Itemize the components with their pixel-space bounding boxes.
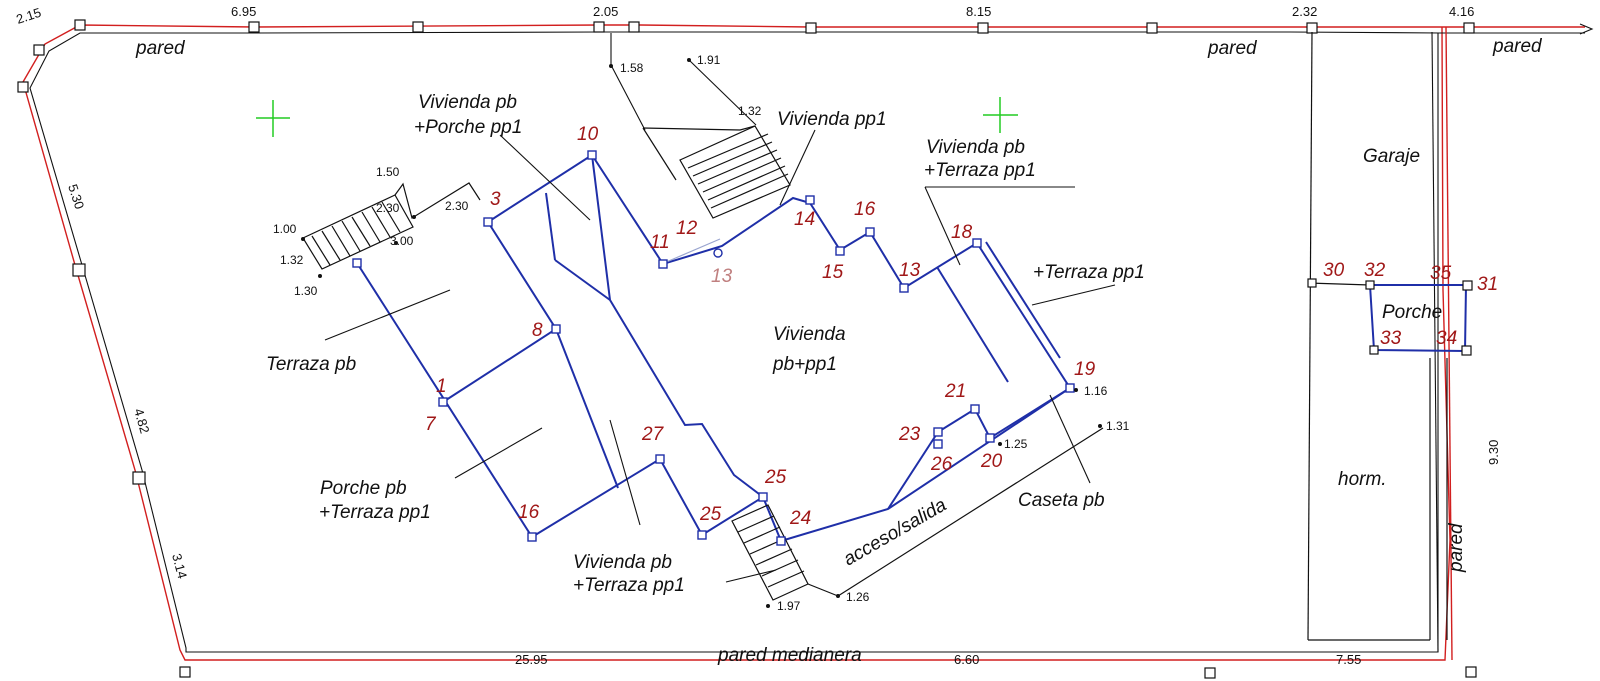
dim-1-16: 1.16 [1084,384,1108,398]
point-19: 19 [1074,359,1096,380]
property-boundary [22,23,1594,661]
access-path [807,427,1104,597]
dim-3-14: 3.14 [169,552,190,580]
point-25a: 25 [764,467,787,488]
point-21: 21 [944,381,966,402]
label-porche-pb: Porche pb +Terraza pp1 [319,478,431,523]
point-32: 32 [1364,260,1386,281]
label-vivienda-pp1: Vivienda pp1 [777,109,887,130]
dimensions: 2.15 6.95 2.05 8.15 2.32 4.16 1.58 1.91 … [14,4,1501,667]
point-13a: 13 [711,266,733,287]
label-horm: horm. [1338,469,1387,490]
dim-1-31: 1.31 [1106,419,1130,433]
label-acceso-salida: acceso/salida [840,495,950,571]
dim-7-55: 7.55 [1336,652,1361,667]
point-1: 1 [436,376,447,397]
dim-1-26: 1.26 [846,590,870,604]
dim-6-95: 6.95 [231,4,256,19]
point-30: 30 [1323,260,1345,281]
dim-2-15: 2.15 [14,5,43,27]
point-23: 23 [898,424,921,445]
dim-1-25: 1.25 [1004,437,1028,451]
dim-6-60: 6.60 [954,652,979,667]
point-35: 35 [1430,263,1452,284]
dim-8-15: 8.15 [966,4,991,19]
stairs-left [302,182,481,270]
point-18: 18 [951,222,973,243]
label-garaje: Garaje [1363,146,1420,167]
point-24: 24 [789,508,811,529]
dim-1-32-left: 1.32 [280,253,304,267]
label-pared-medianera: pared medianera [717,645,862,666]
label-pared-vertical: pared [1446,522,1467,573]
point-33: 33 [1380,328,1402,349]
point-16a: 16 [854,199,876,220]
area-labels: pared pared pared pared medianera pared … [135,36,1543,666]
porche-right [1307,278,1473,356]
label-terraza-pb: Terraza pb [266,354,356,375]
dim-25-95: 25.95 [515,652,548,667]
dim-4-82: 4.82 [131,407,152,435]
label-pared-top-right: pared [1492,36,1543,57]
point-15: 15 [822,262,844,283]
point-7: 7 [425,414,437,435]
point-14: 14 [794,209,815,230]
dim-2-32: 2.32 [1292,4,1317,19]
point-10: 10 [577,124,599,145]
point-25b: 25 [699,504,722,525]
point-numbers: 10 3 11 12 13 14 16 15 13 18 8 1 7 16 27… [425,124,1498,529]
point-16b: 16 [518,502,540,523]
label-vivienda-pb-terraza-top: Vivienda pb +Terraza pp1 [924,137,1036,181]
dim-1-32-top: 1.32 [738,104,762,118]
wall-posts [17,19,1477,679]
point-34: 34 [1436,328,1457,349]
dim-2-05: 2.05 [593,4,618,19]
dim-4-16: 4.16 [1449,4,1474,19]
point-12: 12 [676,218,698,239]
dim-2-30-b: 2.30 [445,199,469,213]
point-8: 8 [532,320,543,341]
point-11: 11 [650,232,670,253]
garage-walls [1307,31,1448,641]
label-porche: Porche [1382,302,1442,323]
dim-3-00: 3.00 [390,234,414,248]
label-pared-top-left: pared [135,38,186,59]
label-pared-top-mid: pared [1207,38,1258,59]
point-3: 3 [490,189,501,210]
point-13b: 13 [899,260,921,281]
building-outline [356,153,1072,543]
point-20: 20 [980,451,1003,472]
label-vivienda-center: Vivienda pb+pp1 [772,324,851,375]
dim-1-50: 1.50 [376,165,400,179]
point-26: 26 [930,454,953,475]
dim-1-58: 1.58 [620,61,644,75]
stairs-top [642,125,791,264]
label-vivienda-pb-porche: Vivienda pb +Porche pp1 [414,92,522,138]
dim-1-97: 1.97 [777,599,801,613]
vertex-markers [352,150,1075,546]
reference-crosses [256,97,1018,137]
leader-lines [324,33,1116,583]
dimension-dots [301,58,1102,608]
point-27: 27 [641,424,665,445]
label-vivienda-pb-terraza-bottom: Vivienda pb +Terraza pp1 [573,552,685,596]
dim-2-30-a: 2.30 [376,201,400,215]
dim-9-30: 9.30 [1486,440,1501,465]
dim-1-00: 1.00 [273,222,297,236]
dim-1-30: 1.30 [294,284,318,298]
label-caseta-pb: Caseta pb [1018,490,1105,511]
label-terraza-pp1: +Terraza pp1 [1033,262,1145,283]
point-31: 31 [1477,274,1498,295]
dim-5-30: 5.30 [65,182,87,211]
dim-1-91: 1.91 [697,53,721,67]
